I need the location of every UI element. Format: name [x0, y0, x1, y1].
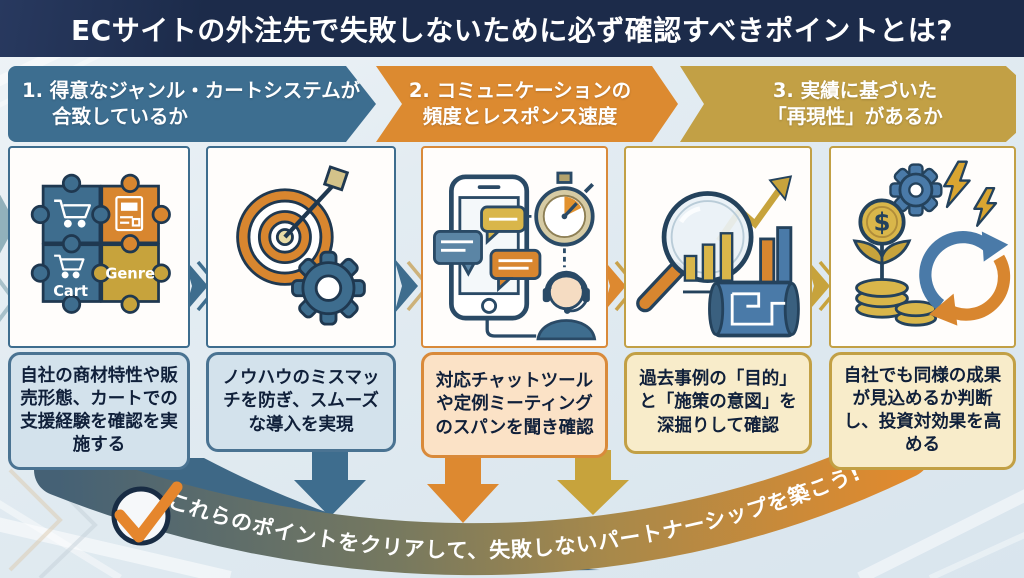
arrow-fletching — [322, 165, 350, 192]
down-arrow-orange — [427, 450, 499, 523]
banner-step-1-line2: 合致しているか — [52, 105, 188, 128]
roi-cycle-icon: $ — [852, 160, 1011, 327]
banner-step-2-line1: 2. コミュニケーションの — [408, 78, 632, 102]
magnifier-icon — [636, 191, 754, 313]
description-box-3: 対応チャットツールや定例ミーティングのスパンを聞き確認 — [421, 352, 608, 458]
card-point-2 — [206, 146, 396, 348]
description-text-3: 対応チャットツールや定例ミーティングのスパンを聞き確認 — [435, 371, 594, 438]
dollar-sign: $ — [873, 208, 890, 237]
cart-icon — [54, 199, 92, 228]
chat-bubble-orange-icon — [489, 248, 542, 293]
description-box-1: 自社の商材特性や販売形態、カートでの支援経験を確認を実施する — [8, 352, 190, 470]
blueprint-icon — [708, 280, 800, 338]
swoosh-arrow — [12, 458, 600, 572]
down-arrow-blue — [294, 448, 366, 517]
banner-step-1-line1: 1. 得意なジャンル・カートシステムが — [22, 78, 361, 102]
card-point-5: $ — [829, 146, 1016, 348]
description-box-5: 自社でも同様の成果が見込めるか判断し、投資対効果を高める — [829, 352, 1016, 470]
cart-small-icon — [54, 254, 85, 279]
puzzle-genre-label: Genre — [105, 266, 155, 283]
chat-bubble-gold-icon — [480, 205, 527, 246]
page-title: ECサイトの外注先で失敗しないために必ず確認すべきポイントとは? — [71, 13, 953, 47]
banner-step-2: 2. コミュニケーションの 頻度とレスポンス速度 — [376, 66, 678, 142]
description-box-2: ノウハウのミスマッチを防ぎ、スムーズな導入を実現 — [206, 352, 396, 452]
money-plant-icon: $ — [852, 198, 938, 327]
communication-icon — [433, 171, 597, 341]
footer-ribbon — [34, 426, 931, 576]
analysis-icon — [636, 175, 800, 338]
lightning-icon — [942, 160, 998, 227]
gear-small-icon — [889, 163, 943, 217]
checkmark-icon — [111, 481, 183, 546]
card-point-3 — [421, 146, 608, 348]
description-text-5: 自社でも同様の成果が見込めるか判断し、投資対効果を高める — [843, 365, 1002, 456]
card-point-1: Cart Genre — [8, 146, 190, 348]
banner-step-3-line2: 「再現性」があるか — [767, 105, 943, 128]
banner-step-2-line2: 頻度とレスポンス速度 — [422, 105, 618, 128]
target-gear-icon — [236, 165, 366, 326]
storefront-doc-icon — [115, 195, 144, 232]
banner-step-1: 1. 得意なジャンル・カートシステムが 合致しているか — [8, 66, 376, 142]
footer-ribbon-label: これらのポイントをクリアして、失敗しないパートナーシップを築こう! — [165, 460, 865, 562]
gear-icon — [291, 250, 366, 326]
chat-bubble-blue-icon — [433, 230, 483, 277]
cycle-arrows-icon — [919, 230, 1011, 326]
banner-step-3: 3. 実績に基づいた 「再現性」があるか — [680, 66, 1016, 142]
support-agent-icon — [536, 270, 597, 341]
title-bar: ECサイトの外注先で失敗しないために必ず確認すべきポイントとは? — [0, 0, 1024, 57]
stopwatch-icon — [534, 171, 595, 247]
puzzle-cart-genre-icon: Cart Genre — [30, 173, 171, 314]
puzzle-cart-label: Cart — [53, 283, 88, 300]
down-arrow-gold — [557, 450, 629, 515]
description-text-2: ノウハウのミスマッチを防ぎ、スムーズな導入を実現 — [222, 368, 380, 435]
card-point-4 — [624, 146, 812, 348]
banner-step-3-line1: 3. 実績に基づいた — [772, 78, 938, 102]
description-box-4: 過去事例の「目的」と「施策の意図」を深掘りして確認 — [624, 352, 812, 454]
description-text-4: 過去事例の「目的」と「施策の意図」を深掘りして確認 — [639, 369, 797, 436]
description-text-1: 自社の商材特性や販売形態、カートでの支援経験を確認を実施する — [20, 365, 178, 456]
